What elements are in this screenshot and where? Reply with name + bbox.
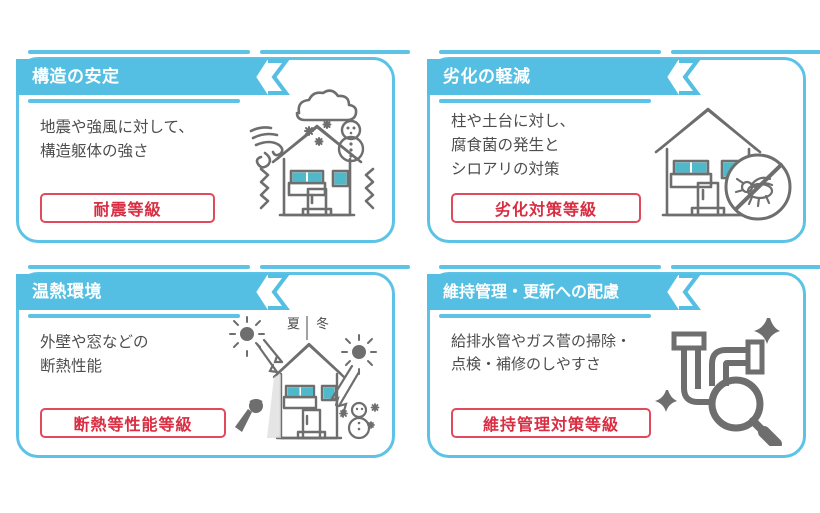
ribbon-title: 維持管理・更新への配慮	[443, 282, 620, 301]
grade-badge: 維持管理対策等級	[451, 408, 651, 438]
ribbon-bottom-accent-line	[439, 99, 651, 103]
card-body-text: 給排水管やガス菅の掃除・ 点検・補修のしやすさ	[451, 332, 632, 374]
ribbon-arrow-tip-icon	[677, 59, 701, 95]
ribbon-top-accent-line-right	[671, 265, 820, 269]
illustration-house-summer-winter-insulation: 夏 冬	[219, 310, 387, 450]
card-body-text: 柱や土台に対し、 腐食菌の発生と シロアリの対策	[451, 112, 576, 179]
ribbon-bottom-accent-line	[28, 99, 240, 103]
ribbon-arrow-tip-icon	[266, 59, 290, 95]
ribbon-top-accent-line	[439, 265, 661, 269]
card-thermal-environment: 温熱環境 外壁や窓などの 断熱性能 断熱等性能等級 夏 冬	[16, 265, 410, 458]
ribbon-top-accent-line-right	[260, 50, 410, 54]
card-body-text: 外壁や窓などの 断熱性能	[40, 333, 149, 376]
ribbon-title: 温熱環境	[32, 281, 102, 302]
ribbon-title: 劣化の軽減	[443, 66, 531, 87]
grade-badge: 断熱等性能等級	[40, 408, 226, 438]
card-ribbon-header: 温熱環境	[16, 274, 242, 310]
ribbon-title: 構造の安定	[32, 66, 120, 87]
grade-badge-label: 断熱等性能等級	[73, 415, 193, 434]
grade-badge-label: 維持管理対策等級	[482, 415, 619, 434]
label-summer: 夏	[287, 317, 300, 332]
grade-badge-label: 耐震等級	[93, 200, 162, 219]
ribbon-bottom-accent-line	[28, 314, 240, 318]
grade-badge: 劣化対策等級	[451, 193, 641, 223]
card-body-text: 地震や強風に対して、 構造躯体の強さ	[40, 118, 194, 161]
illustration-pipes-magnifier	[648, 306, 798, 446]
grade-badge-label: 劣化対策等級	[494, 200, 597, 219]
card-maintenance-renewal: 維持管理・更新への配慮 給排水管やガス菅の掃除・ 点検・補修のしやすさ 維持管理…	[427, 265, 820, 458]
card-structure-stability: 構造の安定 地震や強風に対して、 構造躯体の強さ 耐震等級	[16, 50, 410, 243]
illustration-house-no-termite	[648, 91, 798, 231]
illustration-house-earthquake-wind-snow	[247, 83, 387, 233]
label-winter: 冬	[316, 316, 329, 332]
ribbon-top-accent-line-right	[260, 265, 410, 269]
card-ribbon-header: 劣化の軽減	[427, 59, 653, 95]
card-deterioration-reduction: 劣化の軽減 柱や土台に対し、 腐食菌の発生と シロアリの対策 劣化対策等級	[427, 50, 820, 243]
ribbon-arrow-tip-icon	[677, 274, 701, 310]
ribbon-top-accent-line-right	[671, 50, 820, 54]
ribbon-arrow-tip-icon	[266, 274, 290, 310]
ribbon-top-accent-line	[28, 50, 250, 54]
card-ribbon-header: 構造の安定	[16, 59, 242, 95]
ribbon-top-accent-line	[439, 50, 661, 54]
card-ribbon-header: 維持管理・更新への配慮	[427, 274, 653, 310]
ribbon-top-accent-line	[28, 265, 250, 269]
grade-badge: 耐震等級	[40, 193, 215, 223]
ribbon-bottom-accent-line	[439, 314, 651, 318]
